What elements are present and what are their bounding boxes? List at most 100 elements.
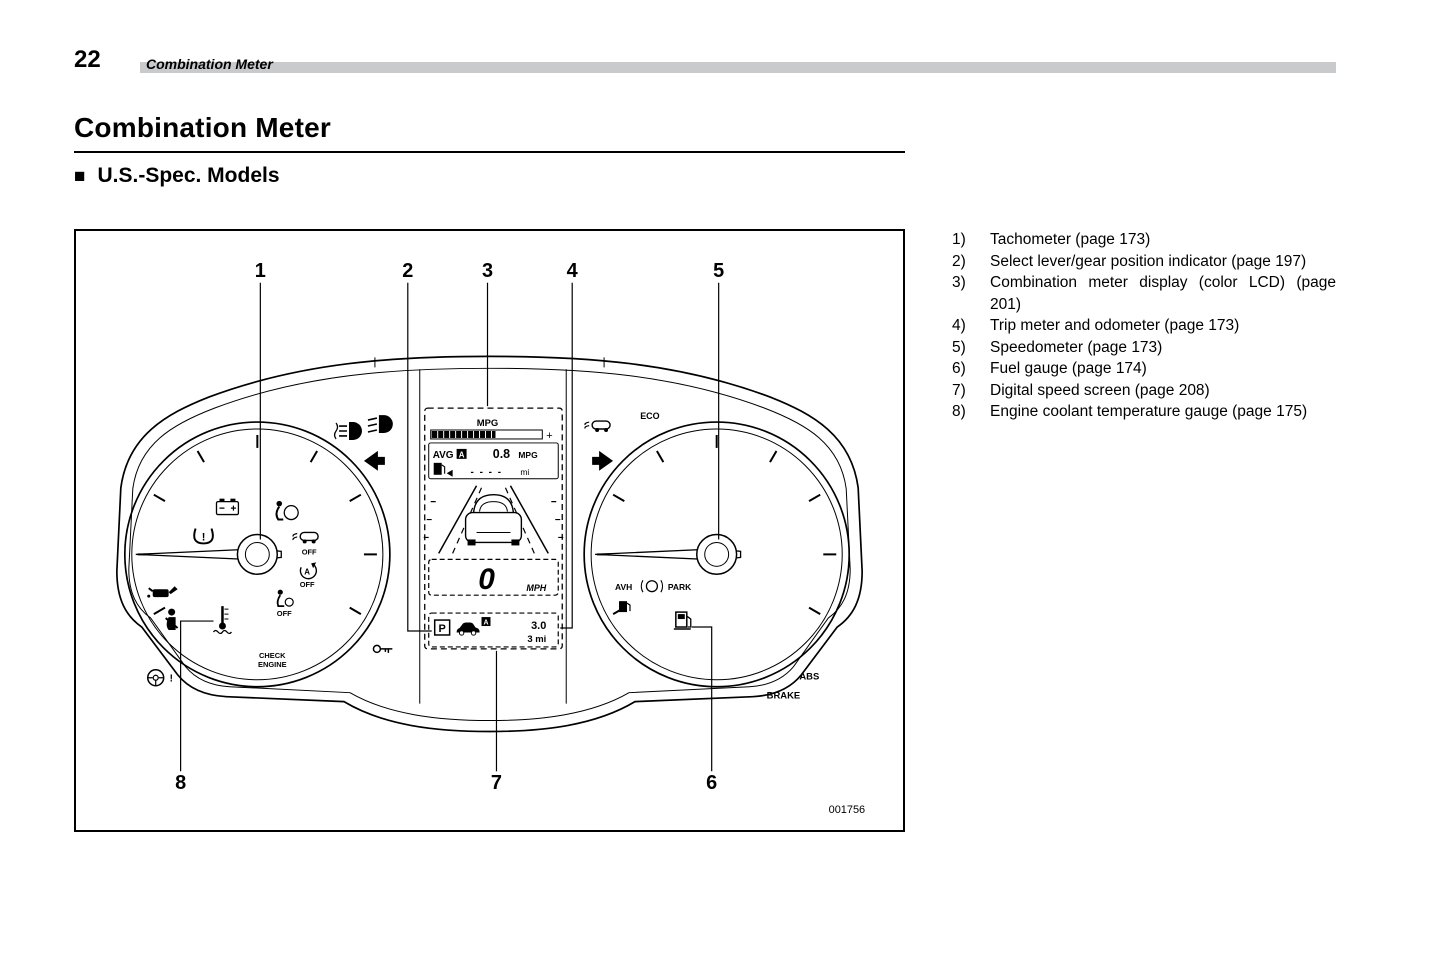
gear-position-indicator: P xyxy=(439,623,446,635)
legend-item-number: 6) xyxy=(952,360,966,377)
auto-start-stop-off-indicator: A OFF xyxy=(300,562,318,589)
callout-1: 1 xyxy=(255,260,266,282)
speedometer-ticks xyxy=(597,434,837,615)
odometer-value: 3 mi xyxy=(527,634,546,645)
headlight-indicator-icon xyxy=(367,415,393,433)
legend-item-text: Speedometer (page 173) xyxy=(990,338,1163,356)
legend-item-text: Fuel gauge (page 174) xyxy=(990,360,1147,377)
subsection-heading: ■ U.S.-Spec. Models xyxy=(74,164,280,188)
legend-item-number: 8) xyxy=(952,403,966,420)
square-bullet-icon: ■ xyxy=(74,165,86,187)
callout-6: 6 xyxy=(706,772,717,794)
abs-indicator-label: ABS xyxy=(799,672,819,683)
callout-numbers: 1 2 3 4 5 8 7 6 xyxy=(175,260,724,794)
legend-item-5: 5) Speedometer (page 173) xyxy=(952,337,1336,359)
trip-value: 3.0 xyxy=(531,620,546,632)
range-unit: mi xyxy=(520,467,529,477)
legend-item-4: 4) Trip meter and odometer (page 173) xyxy=(952,315,1336,337)
seatbelt-warning-icon xyxy=(165,608,179,631)
check-engine-indicator: CHECK ENGINE xyxy=(258,651,287,669)
gear-position-box xyxy=(433,619,451,636)
mpg-bar-plus: + xyxy=(546,430,552,442)
avg-label: AVG xyxy=(433,450,454,461)
svg-text:ENGINE: ENGINE xyxy=(258,660,287,669)
tpms-warning-icon: ! xyxy=(193,528,214,545)
title-rule xyxy=(74,151,905,153)
fuel-gauge-icon xyxy=(673,611,692,630)
figure-code: 001756 xyxy=(829,804,866,816)
trip-a-badge: A xyxy=(483,620,488,627)
legend-item-text: Digital speed screen (page 208) xyxy=(990,381,1210,399)
avg-fuel-economy-row: AVG A 0.8 MPG xyxy=(433,447,538,461)
avg-value: 0.8 xyxy=(493,447,510,461)
legend-item-number: 1) xyxy=(952,231,966,248)
legend-list: 1) Tachometer (page 173) 2) Select lever… xyxy=(952,229,1336,423)
legend-item-text: Tachometer (page 173) xyxy=(990,231,1151,248)
page-title: Combination Meter xyxy=(74,112,331,143)
svg-text:CHECK: CHECK xyxy=(259,651,286,660)
callout-8: 8 xyxy=(175,772,186,794)
fuel-low-indicator-icon xyxy=(619,601,631,613)
fog-light-icon xyxy=(333,422,362,440)
legend-item-number: 3) xyxy=(952,274,966,291)
fuel-pump-icon xyxy=(433,462,453,477)
digital-speed-screen: 0 MPH xyxy=(428,558,559,596)
svg-text:OFF: OFF xyxy=(302,547,317,556)
callout-3: 3 xyxy=(482,260,493,282)
legend-item-3: 3) Combination meter display (color LCD)… xyxy=(952,272,1336,315)
legend-item-number: 2) xyxy=(952,252,966,270)
svg-text:OFF: OFF xyxy=(277,609,292,618)
svg-text:!: ! xyxy=(170,674,173,685)
car-side-icon xyxy=(456,622,480,636)
airbag-warning-icon xyxy=(275,500,299,521)
park-indicator-label: PARK xyxy=(668,582,692,592)
legend-item-text: Combination meter display (color LCD) (p… xyxy=(990,274,1336,313)
right-turn-signal-icon xyxy=(592,450,614,471)
callout-2: 2 xyxy=(402,260,413,282)
speedometer-gauge xyxy=(583,421,851,688)
tachometer-ticks xyxy=(137,434,377,615)
callout-5: 5 xyxy=(713,260,724,282)
vdc-operation-indicator xyxy=(584,420,611,432)
digital-speed-value: 0 xyxy=(478,563,495,596)
brake-hold-icon xyxy=(640,579,663,593)
lcd-display: MPG + AVG A 0.8 MPG - xyxy=(423,407,564,650)
digital-speed-unit: MPH xyxy=(526,583,546,593)
legend-item-number: 4) xyxy=(952,317,966,334)
svg-text:A: A xyxy=(304,567,310,576)
srs-off-indicator: OFF xyxy=(276,589,294,618)
avh-park-indicators: AVH PARK xyxy=(615,579,692,593)
header-bar xyxy=(140,62,1336,73)
battery-warning-icon xyxy=(215,498,240,516)
mpg-bar-gauge: + xyxy=(430,429,553,442)
legend-item-7: 7) Digital speed screen (page 208) xyxy=(952,380,1336,402)
legend-item-8: 8) Engine coolant temperature gauge (pag… xyxy=(952,401,1336,423)
avg-a-badge: A xyxy=(459,450,465,459)
legend-item-1: 1) Tachometer (page 173) xyxy=(952,229,1336,251)
svg-text:!: ! xyxy=(202,531,206,543)
subsection-label: U.S.-Spec. Models xyxy=(97,164,280,187)
running-header: Combination Meter xyxy=(146,56,273,72)
security-indicator-icon xyxy=(372,644,393,654)
avh-indicator-label: AVH xyxy=(615,582,632,592)
callout-leader-lines xyxy=(180,282,720,772)
callout-4: 4 xyxy=(567,260,578,282)
oil-pressure-warning-icon xyxy=(147,586,178,598)
legend-item-6: 6) Fuel gauge (page 174) xyxy=(952,358,1336,380)
legend-item-2: 2) Select lever/gear position indicator … xyxy=(952,251,1336,273)
eco-indicator-label: ECO xyxy=(640,411,659,421)
legend-item-text: Select lever/gear position indicator (pa… xyxy=(990,252,1307,270)
brake-indicator-label: BRAKE xyxy=(767,691,801,702)
svg-text:OFF: OFF xyxy=(300,580,315,589)
trip-odometer-row: P A 3.0 3 mi xyxy=(428,612,559,648)
cluster-housing xyxy=(116,355,863,733)
legend-item-text: Engine coolant temperature gauge (page 1… xyxy=(990,403,1308,420)
avg-range-box xyxy=(428,442,559,480)
left-turn-signal-icon xyxy=(363,450,385,471)
range-to-empty-row: - - - - mi xyxy=(433,462,529,478)
legend-item-text: Trip meter and odometer (page 173) xyxy=(990,317,1240,334)
legend-item-number: 5) xyxy=(952,338,966,356)
power-steering-warning-icon: ! xyxy=(146,669,173,687)
range-value: - - - - xyxy=(471,467,503,478)
